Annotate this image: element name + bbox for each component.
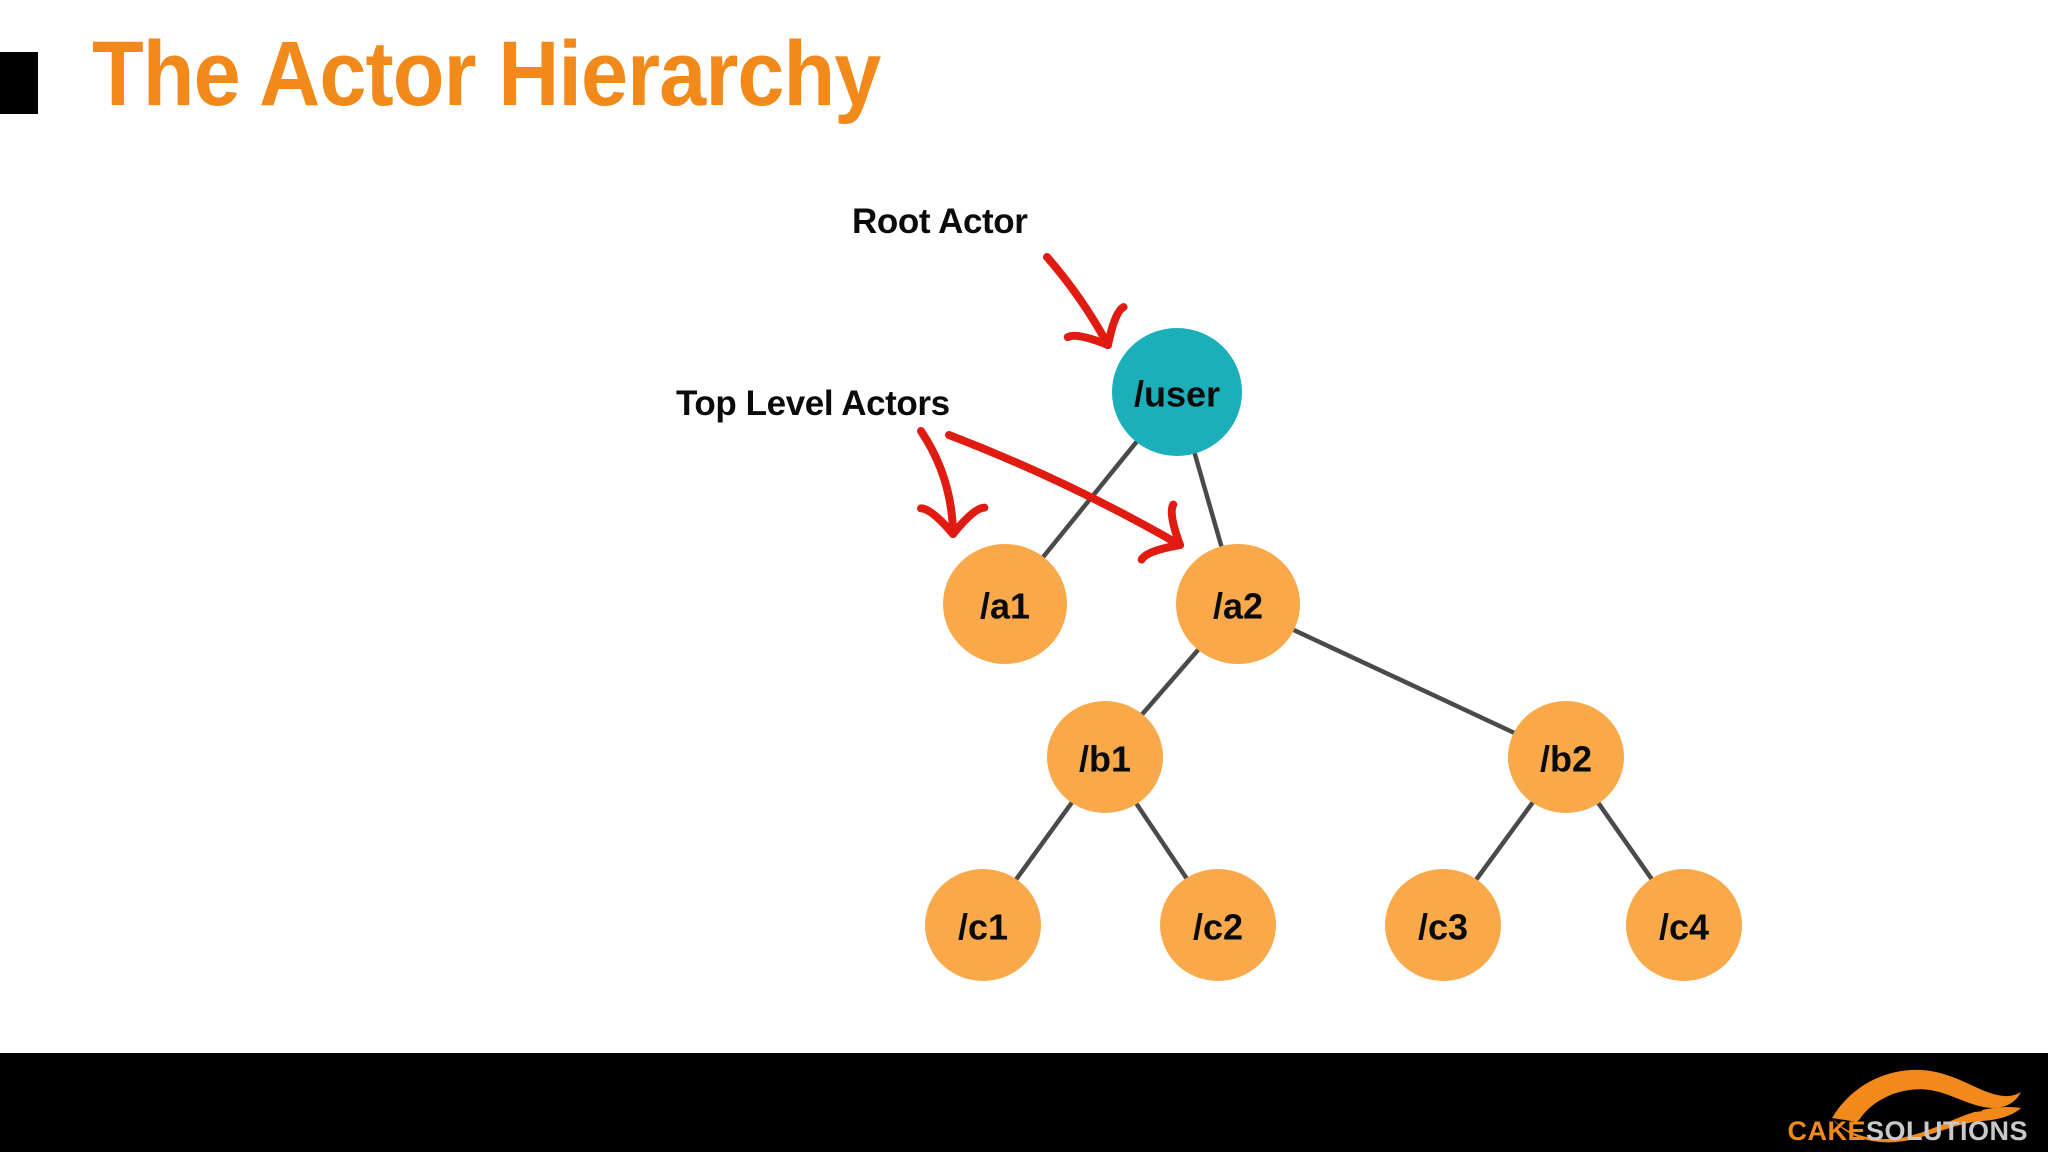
actor-node-label-b1: /b1 (1079, 739, 1131, 780)
actor-node-label-user: /user (1134, 374, 1220, 415)
annotation-label-top-level-actors: Top Level Actors (676, 384, 950, 423)
diagram-edge-b2-c3 (1473, 798, 1536, 884)
diagram-edge-a2-b1 (1138, 646, 1202, 718)
actor-node-b2[interactable]: /b2 (1508, 701, 1624, 813)
diagram-edge-b1-c2 (1133, 800, 1190, 882)
footer-bar (0, 1053, 2048, 1152)
actor-node-label-c1: /c1 (958, 907, 1008, 948)
brand-word-cake: CAKE (1787, 1116, 1866, 1146)
actor-node-c3[interactable]: /c3 (1385, 869, 1501, 981)
diagram-edge-a2-b2 (1289, 626, 1518, 736)
actor-node-a2[interactable]: /a2 (1176, 544, 1300, 664)
node-layer: /user/a1/a2/b1/b2/c1/c2/c3/c4 (925, 328, 1742, 981)
actor-node-b1[interactable]: /b1 (1047, 701, 1163, 813)
actor-node-label-c4: /c4 (1659, 907, 1709, 948)
diagram-edge-b2-c4 (1595, 799, 1655, 883)
actor-node-c2[interactable]: /c2 (1160, 869, 1276, 981)
brand-wordmark: CAKESOLUTIONS (1760, 1118, 2028, 1145)
arrow-to-a2 (945, 431, 1184, 564)
arrow-to-a1 (916, 427, 989, 538)
page-title: The Actor Hierarchy (92, 23, 881, 125)
actor-node-label-b2: /b2 (1540, 739, 1592, 780)
diagram-edge-user-a2 (1191, 449, 1225, 551)
actor-node-label-c3: /c3 (1418, 907, 1468, 948)
cake-solutions-ribbon-logo-icon (1832, 1069, 2021, 1143)
arrow-to-root-actor (1043, 253, 1128, 349)
annotation-arrow-layer (916, 253, 1184, 564)
actor-node-label-a1: /a1 (980, 586, 1030, 627)
diagram-edge-b1-c1 (1012, 798, 1076, 884)
actor-node-label-a2: /a2 (1213, 586, 1263, 627)
actor-node-user[interactable]: /user (1112, 328, 1242, 456)
actor-node-a1[interactable]: /a1 (943, 544, 1067, 664)
annotation-label-root-actor: Root Actor (852, 202, 1028, 241)
actor-node-label-c2: /c2 (1193, 907, 1243, 948)
actor-node-c4[interactable]: /c4 (1626, 869, 1742, 981)
title-accent-marker (0, 52, 38, 114)
brand-word-solutions: SOLUTIONS (1865, 1116, 2028, 1146)
actor-node-c1[interactable]: /c1 (925, 869, 1041, 981)
